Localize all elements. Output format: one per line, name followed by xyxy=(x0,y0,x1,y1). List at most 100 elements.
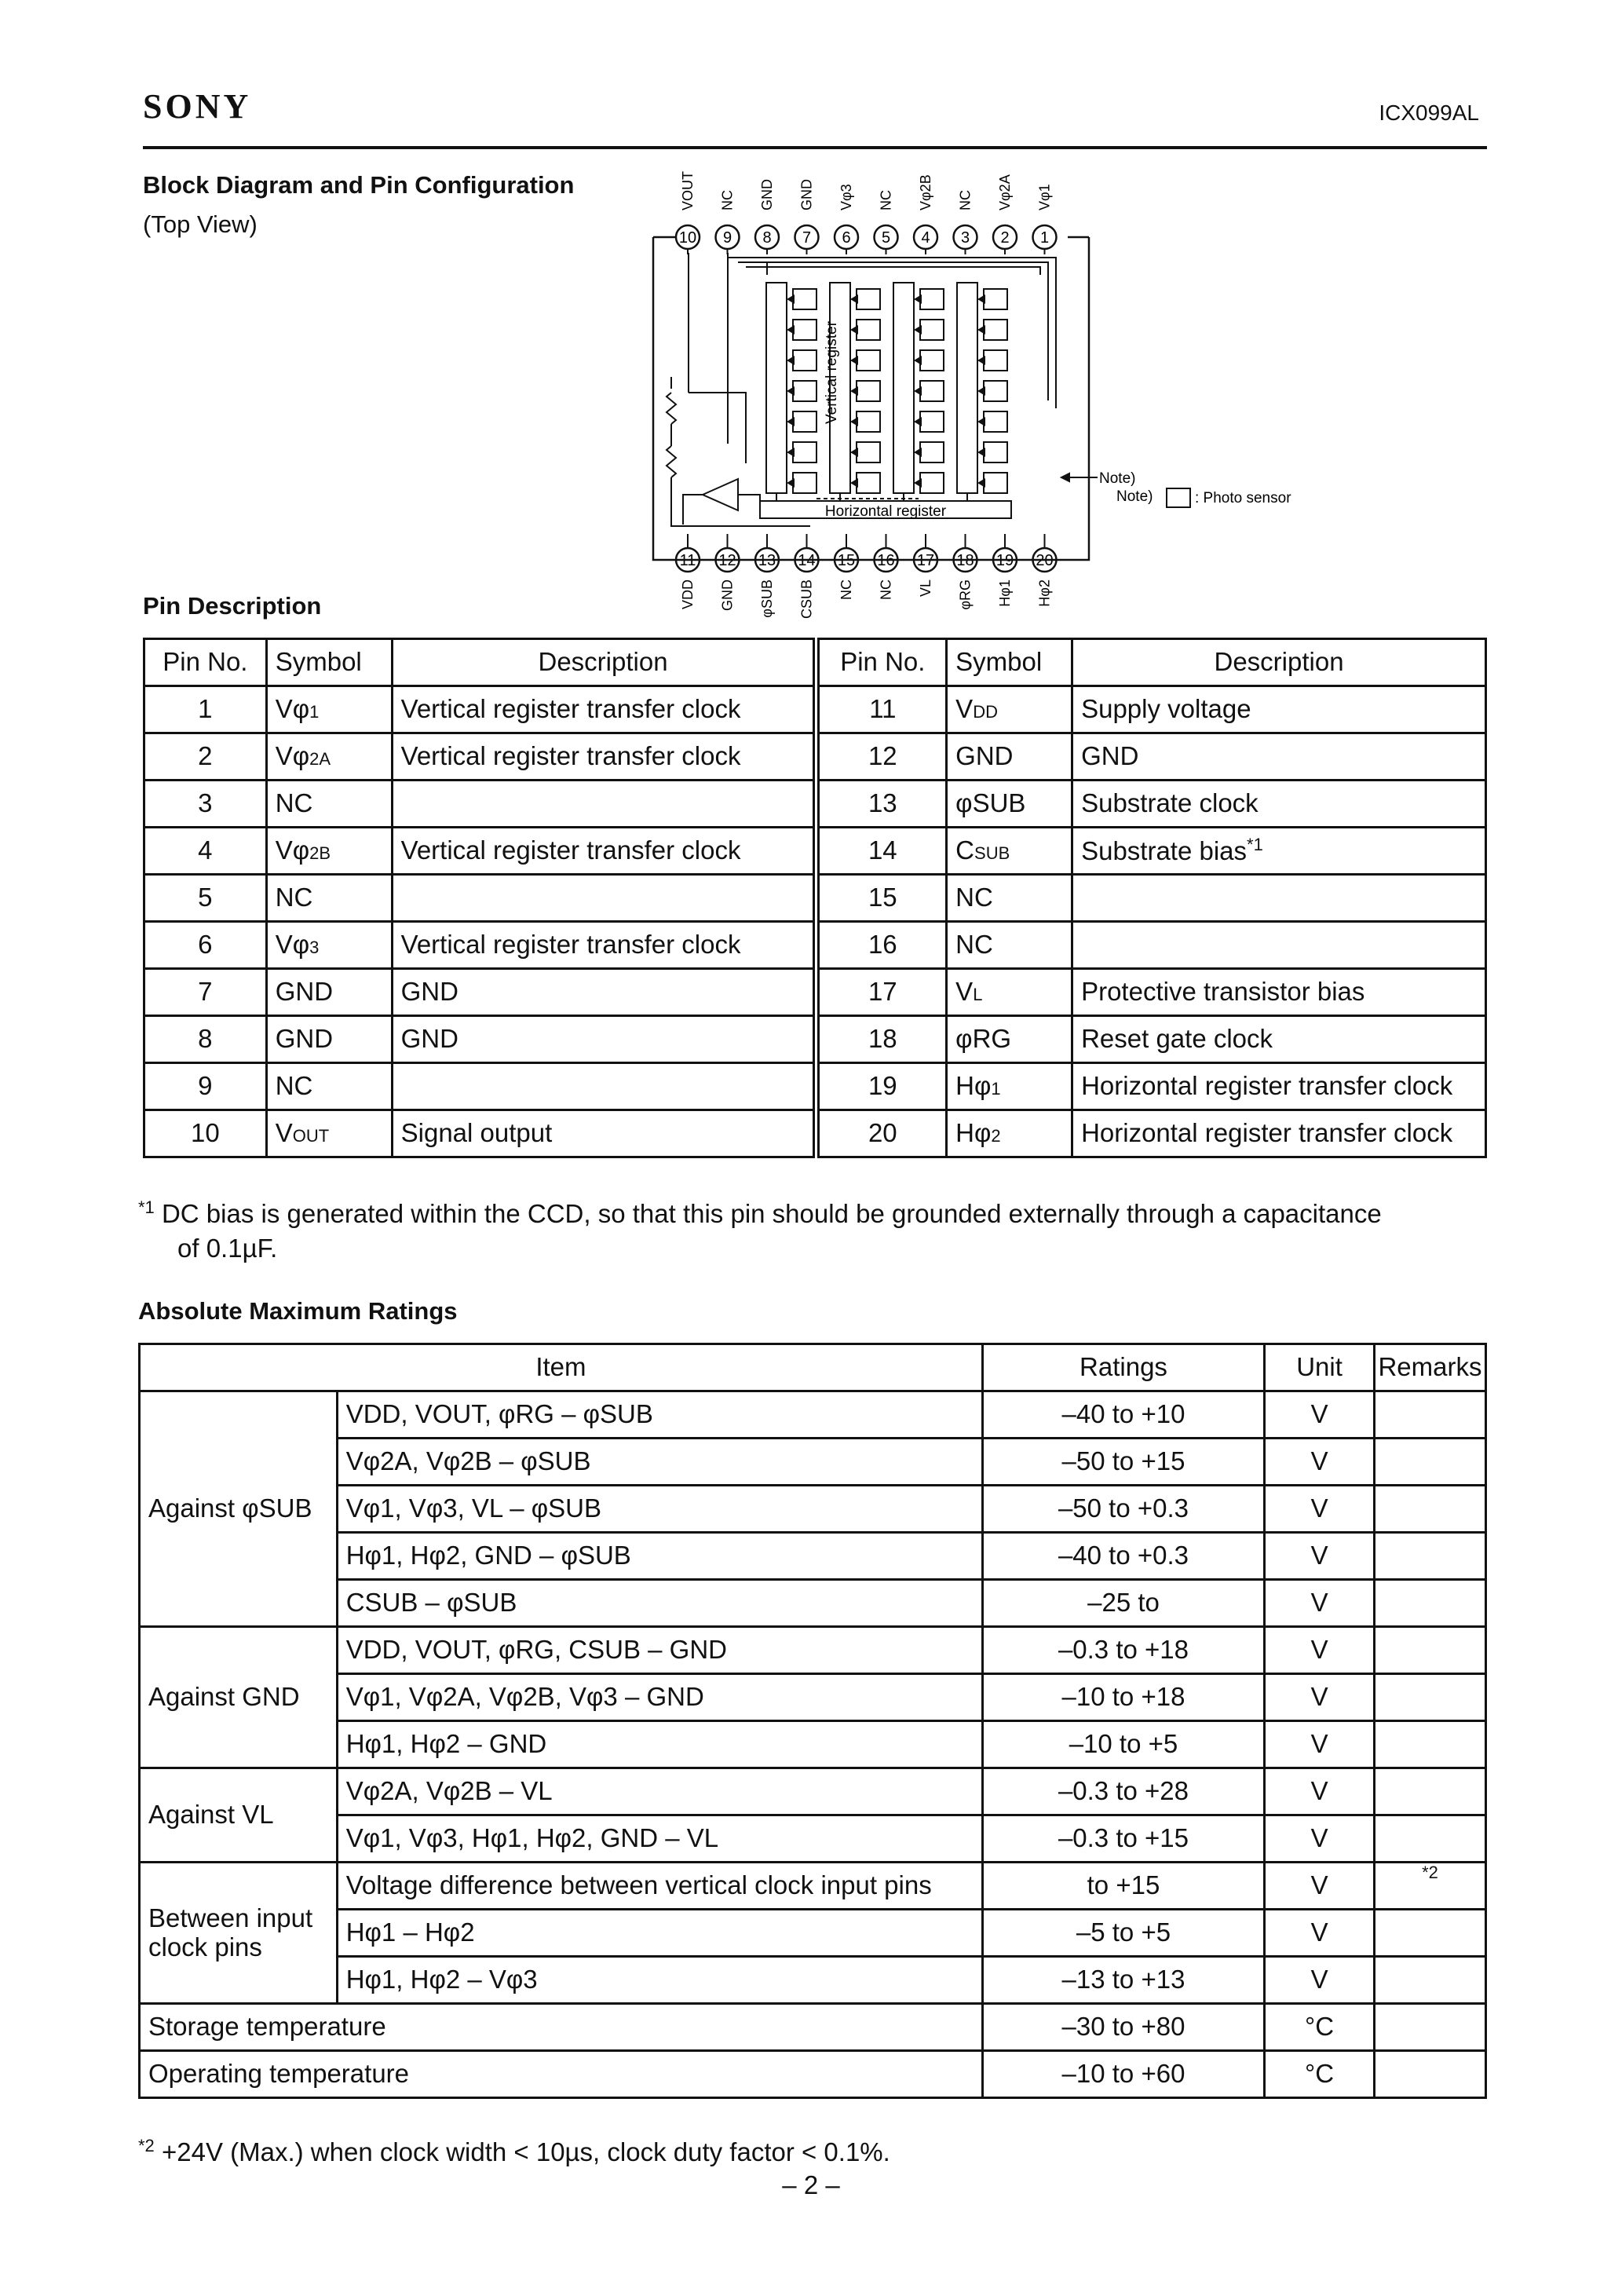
horizontal-register-block: Horizontal register xyxy=(759,498,1012,520)
description-cell xyxy=(390,1062,820,1111)
header-rule xyxy=(143,146,1487,149)
bottom-pin-label: Hφ2 xyxy=(1037,579,1053,607)
symbol-cell: NC xyxy=(265,873,393,923)
top-pin-number: 1 xyxy=(1040,229,1049,247)
bottom-pin-label: VL xyxy=(918,579,933,597)
brand-logo: SONY xyxy=(143,87,252,126)
rating-unit-cell: V xyxy=(1263,1720,1375,1769)
bottom-pin-label: CSUB xyxy=(799,579,815,619)
photo-sensor xyxy=(983,380,1008,402)
transfer-arrow xyxy=(977,356,985,365)
symbol-cell: VOUT xyxy=(265,1109,393,1158)
pin-number-cell: 4 xyxy=(143,826,268,876)
internal-wiring xyxy=(688,253,1057,463)
transfer-arrow xyxy=(787,417,795,426)
symbol-cell: NC xyxy=(265,1062,393,1111)
top-pin-label: Vφ3 xyxy=(838,184,854,210)
description-cell: Vertical register transfer clock xyxy=(390,920,820,970)
rating-remark-cell xyxy=(1372,2049,1488,2099)
rating-value-cell: –10 to +60 xyxy=(981,2049,1266,2099)
pin-number-cell: 16 xyxy=(815,920,948,970)
photo-sensor xyxy=(792,288,817,310)
rating-value-cell: –50 to +15 xyxy=(981,1437,1266,1486)
rating-item-cell: Hφ1 – Hφ2 xyxy=(335,1908,984,1958)
table-row: Storage temperature–30 to +80°C xyxy=(138,2002,1488,2052)
photo-sensor xyxy=(856,288,881,310)
transfer-arrow xyxy=(850,356,858,365)
transfer-arrow xyxy=(787,386,795,396)
rating-value-cell: –40 to +10 xyxy=(981,1390,1266,1439)
description-cell: Horizontal register transfer clock xyxy=(1071,1062,1487,1111)
description-cell: Substrate bias*1 xyxy=(1071,826,1487,876)
photo-sensor xyxy=(919,288,944,310)
photo-sensor xyxy=(919,319,944,341)
rating-item-cell: Hφ1, Hφ2 – Vφ3 xyxy=(335,1955,984,2005)
bottom-pin-label: GND xyxy=(720,579,736,611)
pin-number-cell: 10 xyxy=(143,1109,268,1158)
transfer-arrow xyxy=(787,325,795,335)
rating-value-cell: –10 to +18 xyxy=(981,1673,1266,1722)
rating-unit-cell: V xyxy=(1263,1861,1375,1910)
description-cell: Substrate clock xyxy=(1071,779,1487,828)
table-row: Operating temperature–10 to +60°C xyxy=(138,2049,1488,2099)
transfer-arrow xyxy=(914,478,922,488)
header-description: Description xyxy=(390,638,820,687)
rating-value-cell: –25 to xyxy=(981,1578,1266,1628)
photo-sensor xyxy=(792,380,817,402)
bottom-pin-label: NC xyxy=(838,579,854,600)
header-symbol: Symbol xyxy=(265,638,393,687)
description-cell: Supply voltage xyxy=(1071,685,1487,734)
bottom-pin-label: VDD xyxy=(680,579,696,609)
transfer-arrow xyxy=(914,417,922,426)
rating-item-cell: Hφ1, Hφ2 – GND xyxy=(335,1720,984,1769)
rating-group-label: Against GND xyxy=(138,1625,338,1769)
pin-number-cell: 9 xyxy=(143,1062,268,1111)
photo-sensor xyxy=(856,472,881,494)
rating-unit-cell: V xyxy=(1263,1814,1375,1863)
photo-sensor xyxy=(856,319,881,341)
pin-number-cell: 12 xyxy=(815,732,948,781)
description-cell xyxy=(1071,920,1487,970)
header-pin-no: Pin No. xyxy=(815,638,948,687)
photo-sensor xyxy=(919,349,944,371)
symbol-cell: Hφ1 xyxy=(945,1062,1074,1111)
top-pin-label: Vφ1 xyxy=(1037,184,1053,210)
rating-unit-cell: V xyxy=(1263,1625,1375,1675)
transfer-arrow xyxy=(914,294,922,304)
top-pin-label: NC xyxy=(720,190,736,210)
top-pin-label: Vφ2A xyxy=(997,174,1013,210)
header-ratings: Ratings xyxy=(981,1343,1266,1392)
symbol-cell: NC xyxy=(265,779,393,828)
top-pin-number: 5 xyxy=(882,229,890,247)
top-pin-number: 10 xyxy=(679,229,696,247)
block-diagram-title: Block Diagram and Pin Configuration xyxy=(143,171,575,199)
header-unit: Unit xyxy=(1263,1343,1375,1392)
rating-remark-cell xyxy=(1372,1484,1488,1534)
bottom-pin-label: Hφ1 xyxy=(997,579,1013,607)
rating-value-cell: –50 to +0.3 xyxy=(981,1484,1266,1534)
pin-number-cell: 15 xyxy=(815,873,948,923)
symbol-cell: φSUB xyxy=(945,779,1074,828)
header-symbol: Symbol xyxy=(945,638,1074,687)
symbol-cell: Vφ2A xyxy=(265,732,393,781)
top-pin-label: NC xyxy=(879,190,894,210)
photo-sensor-legend-swatch xyxy=(1166,488,1191,508)
rating-group-label: Against VL xyxy=(138,1767,338,1863)
pin-number-cell: 17 xyxy=(815,967,948,1017)
rating-unit-cell: V xyxy=(1263,1437,1375,1486)
rating-item-cell: Vφ1, Vφ3, Hφ1, Hφ2, GND – VL xyxy=(335,1814,984,1863)
transfer-arrow xyxy=(977,478,985,488)
pin-number-cell: 13 xyxy=(815,779,948,828)
top-pin-number: 4 xyxy=(921,229,930,247)
pin-number-cell: 3 xyxy=(143,779,268,828)
block-diagram: VOUT10NC9GND8GND7Vφ36NC5Vφ2B4NC3Vφ2A2Vφ1… xyxy=(652,171,1291,619)
